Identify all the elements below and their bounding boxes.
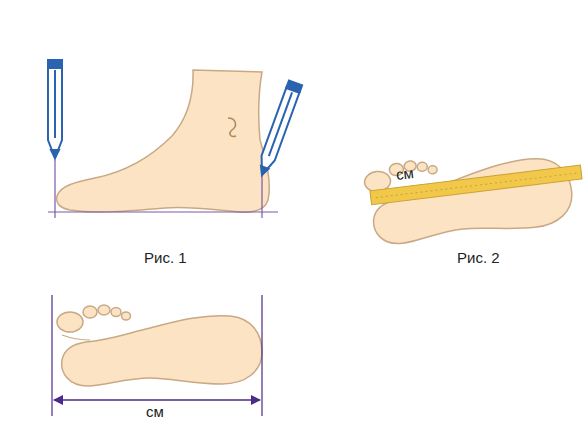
figure-caption: Рис. 1 xyxy=(144,250,187,267)
unit-label: см xyxy=(395,165,415,184)
dimension-label: см xyxy=(146,404,164,421)
figure-caption: Рис. 2 xyxy=(457,250,500,267)
